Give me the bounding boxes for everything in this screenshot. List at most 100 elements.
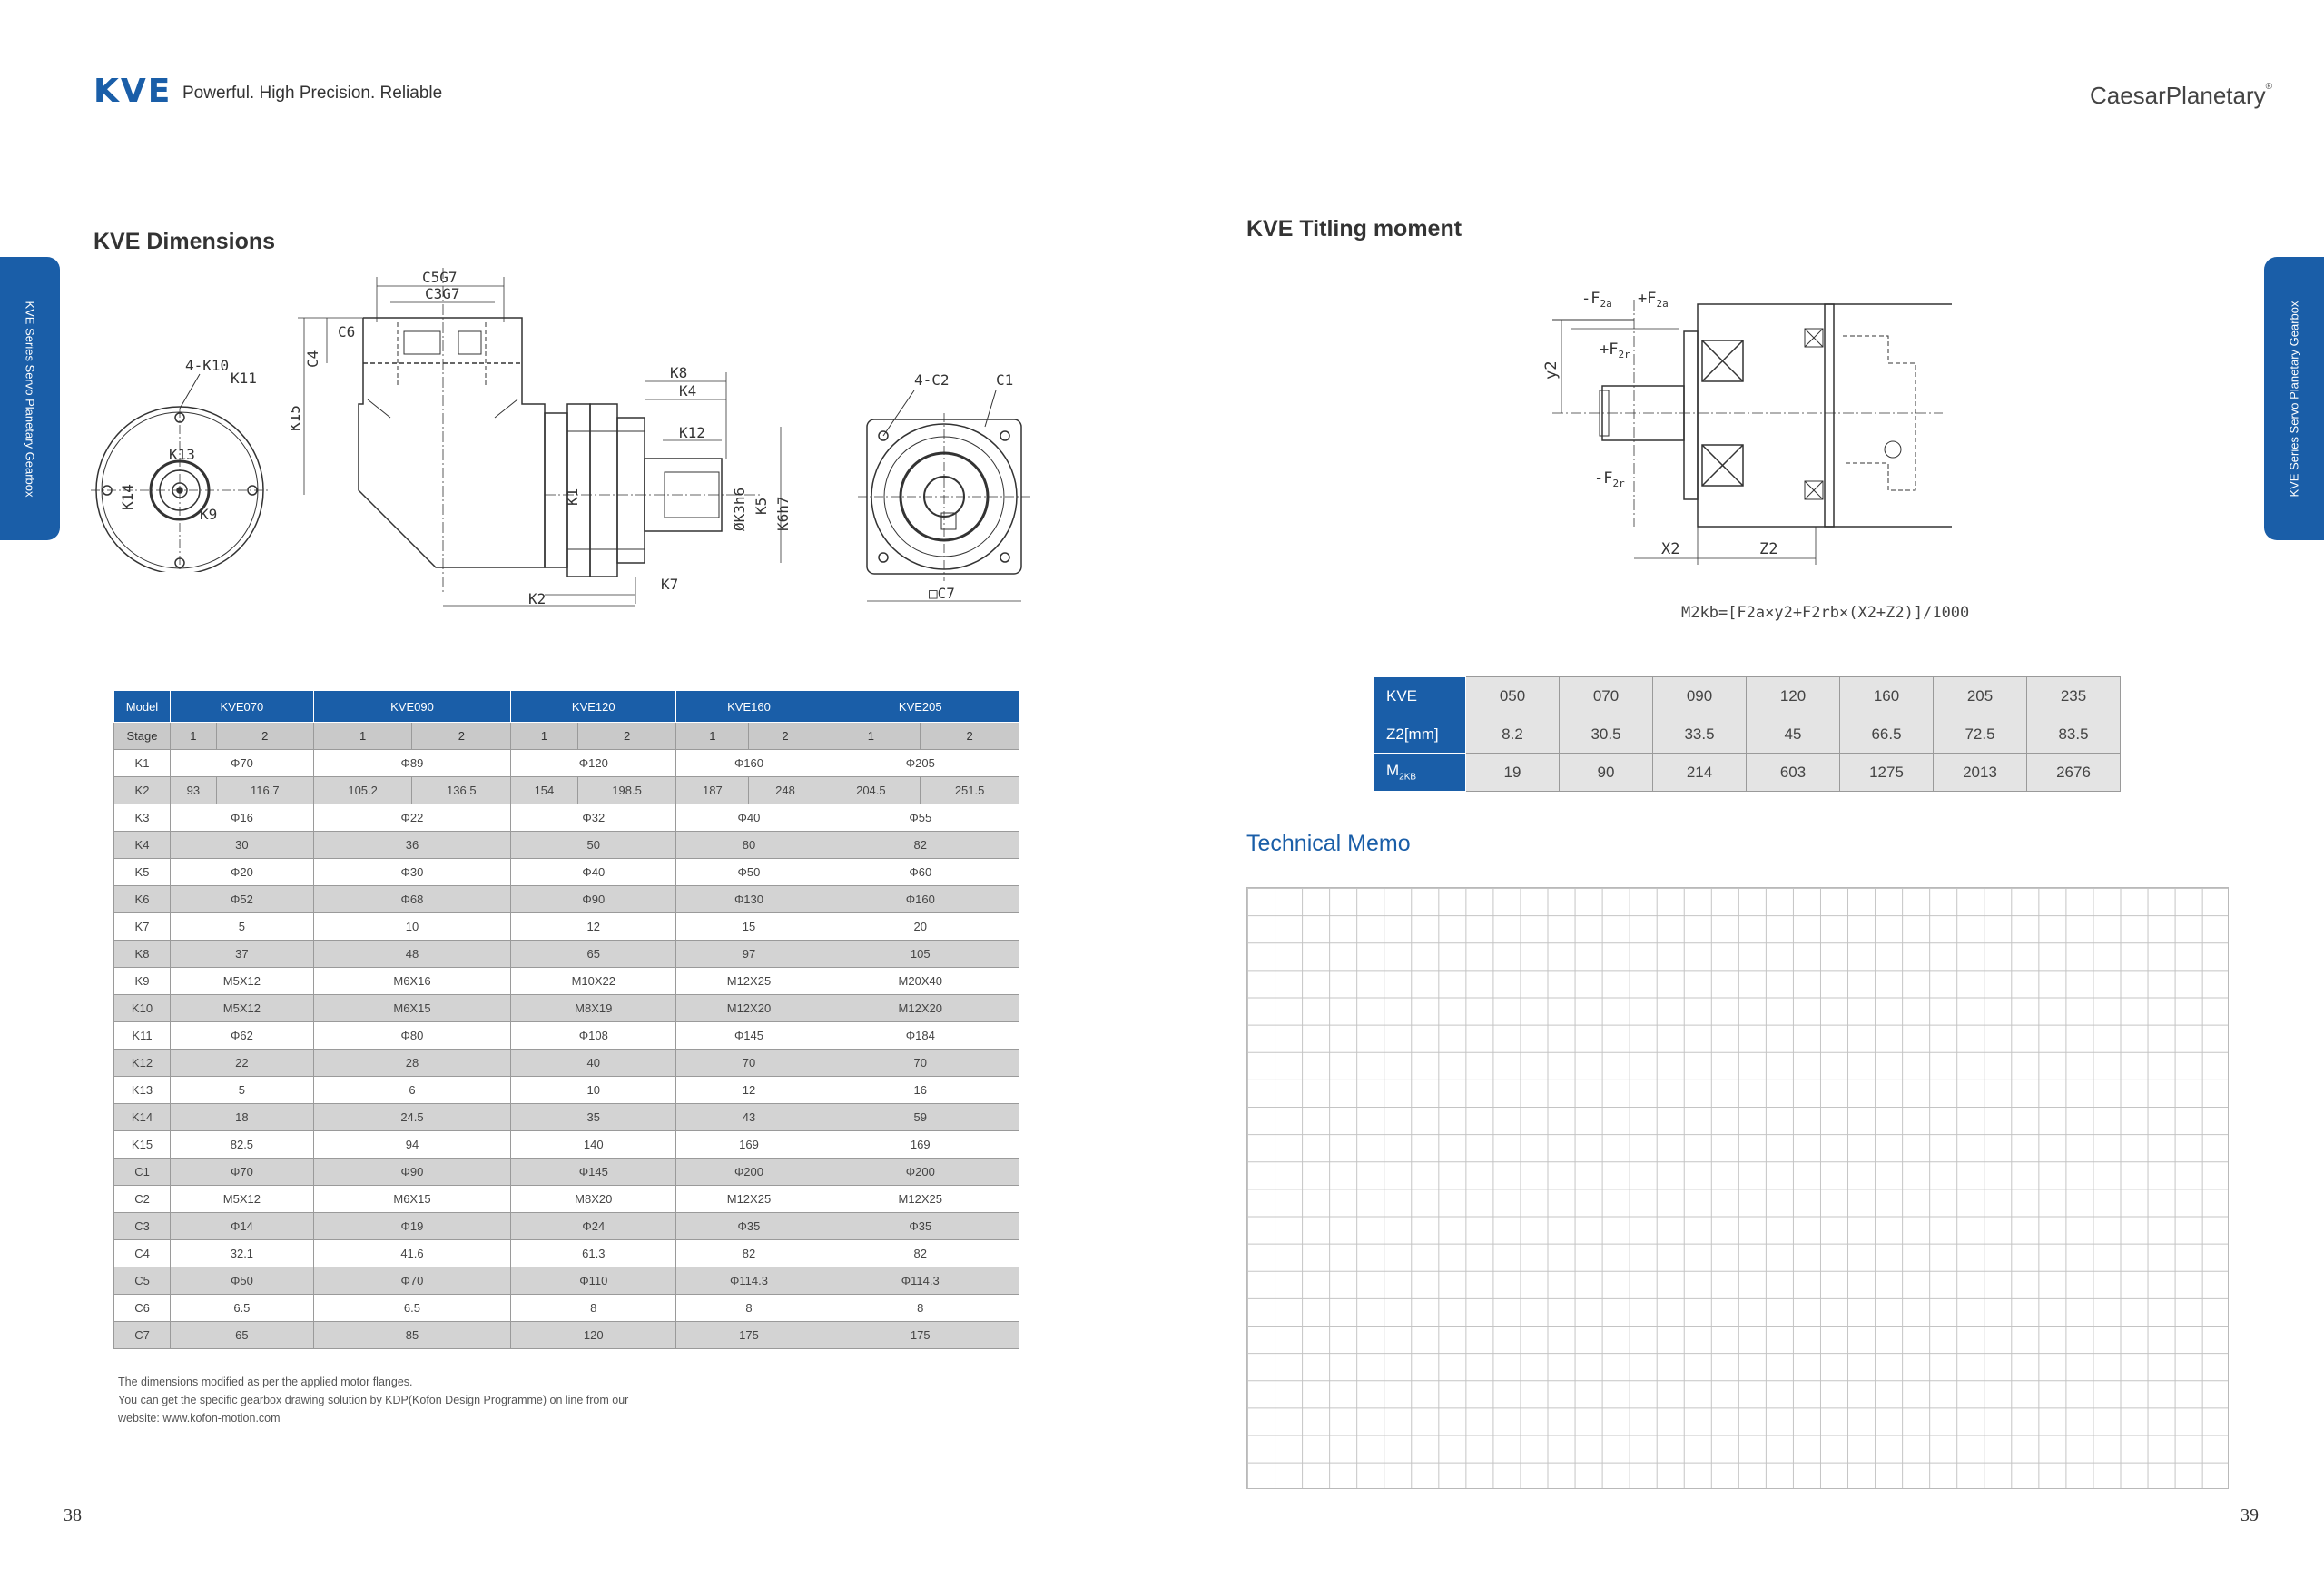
label-k1: K1 xyxy=(564,488,581,506)
tilt-m-cell: 2013 xyxy=(1933,753,2027,792)
table-cell: Φ35 xyxy=(675,1212,822,1240)
table-cell: 169 xyxy=(821,1130,1020,1159)
table-cell: 82 xyxy=(821,831,1020,859)
table-cell: 28 xyxy=(312,1049,512,1077)
tilt-z2-cell: 33.5 xyxy=(1652,715,1747,754)
row-label: K9 xyxy=(113,967,171,995)
table-cell: Φ145 xyxy=(510,1158,677,1186)
table-cell: Φ68 xyxy=(312,885,512,913)
label-x2: X2 xyxy=(1661,540,1679,558)
row-label: C5 xyxy=(113,1267,171,1295)
row-label: K3 xyxy=(113,804,171,832)
stage-1: 1 xyxy=(170,722,217,750)
table-cell: 61.3 xyxy=(510,1239,677,1267)
row-label: C6 xyxy=(113,1294,171,1322)
dimensions-title: KVE Dimensions xyxy=(94,229,276,254)
brand-mark: KVE xyxy=(94,73,172,110)
table-cell: M12X20 xyxy=(675,994,822,1022)
table-cell: 70 xyxy=(821,1049,1020,1077)
table-cell: Φ160 xyxy=(821,885,1020,913)
table-cell: M5X12 xyxy=(170,967,314,995)
row-label: C2 xyxy=(113,1185,171,1213)
table-cell: 36 xyxy=(312,831,512,859)
stage-1: 1 xyxy=(675,722,750,750)
label-c5: C5G7 xyxy=(422,269,458,286)
tilt-z2-cell: 83.5 xyxy=(2026,715,2121,754)
table-cell: M20X40 xyxy=(821,967,1020,995)
row-label: K12 xyxy=(113,1049,171,1077)
table-cell: M8X20 xyxy=(510,1185,677,1213)
table-cell: 248 xyxy=(748,776,822,804)
table-cell: Φ50 xyxy=(675,858,822,886)
row-label: K6 xyxy=(113,885,171,913)
tilting-moment-formula: M2kb=[F2a×y2+F2rb×(X2+Z2)]/1000 xyxy=(1681,604,1970,622)
side-tab-right-label: KVE Series Servo Planetary Gearbox xyxy=(2287,300,2301,498)
label-k11: K11 xyxy=(231,370,257,387)
table-cell: M10X22 xyxy=(510,967,677,995)
footnote-line: The dimensions modified as per the appli… xyxy=(118,1376,413,1388)
table-cell: Φ19 xyxy=(312,1212,512,1240)
label-f2a-neg-f: -F xyxy=(1581,290,1600,308)
side-tab-left: KVE Series Servo Planetary Gearbox xyxy=(0,257,60,540)
tilt-model-cell: 235 xyxy=(2026,676,2121,715)
table-cell: Φ16 xyxy=(170,804,314,832)
side-tab-left-label: KVE Series Servo Planetary Gearbox xyxy=(23,300,37,498)
tilt-m-label: M2KB xyxy=(1373,753,1466,792)
table-cell: Φ55 xyxy=(821,804,1020,832)
table-cell: M8X19 xyxy=(510,994,677,1022)
label-k8: K8 xyxy=(670,364,687,381)
label-f2a-neg: -F2a xyxy=(1581,290,1612,310)
table-cell: 10 xyxy=(510,1076,677,1104)
tilt-z2-cell: 30.5 xyxy=(1559,715,1653,754)
table-cell: 65 xyxy=(510,940,677,968)
label-c2: 4-C2 xyxy=(914,371,950,389)
tilt-m-cell: 214 xyxy=(1652,753,1747,792)
footnote: The dimensions modified as per the appli… xyxy=(118,1373,717,1427)
row-label: K11 xyxy=(113,1021,171,1050)
table-cell: Φ184 xyxy=(821,1021,1020,1050)
table-cell: Φ130 xyxy=(675,885,822,913)
label-k7: K7 xyxy=(661,576,678,593)
table-cell: 70 xyxy=(675,1049,822,1077)
label-c7: □C7 xyxy=(929,585,955,602)
table-cell: 80 xyxy=(675,831,822,859)
table-cell: Φ20 xyxy=(170,858,314,886)
table-cell: 32.1 xyxy=(170,1239,314,1267)
table-cell: Φ110 xyxy=(510,1267,677,1295)
registered-mark: ® xyxy=(2265,82,2272,92)
header-model-1: KVE070 xyxy=(170,690,314,723)
row-label: C7 xyxy=(113,1321,171,1349)
table-cell: 120 xyxy=(510,1321,677,1349)
table-cell: Φ40 xyxy=(675,804,822,832)
table-cell: 175 xyxy=(821,1321,1020,1349)
tilt-m-cell: 2676 xyxy=(2026,753,2121,792)
table-cell: 59 xyxy=(821,1103,1020,1131)
tilt-m-cell: 90 xyxy=(1559,753,1653,792)
table-cell: Φ108 xyxy=(510,1021,677,1050)
header-model-label: Model xyxy=(113,690,171,723)
stage-2: 2 xyxy=(920,722,1019,750)
table-cell: 16 xyxy=(821,1076,1020,1104)
stage-2: 2 xyxy=(215,722,314,750)
tilt-z2-cell: 72.5 xyxy=(1933,715,2027,754)
label-c6: C6 xyxy=(338,323,355,340)
table-cell: 204.5 xyxy=(821,776,921,804)
table-cell: Φ70 xyxy=(170,749,314,777)
table-cell: M12X25 xyxy=(675,967,822,995)
header-model-2: KVE090 xyxy=(312,690,512,723)
label-f2r-pos-sub: 2r xyxy=(1618,349,1630,360)
table-cell: 50 xyxy=(510,831,677,859)
front-flange-drawing: 4-K10 K11 K13 K14 K9 xyxy=(91,357,269,572)
